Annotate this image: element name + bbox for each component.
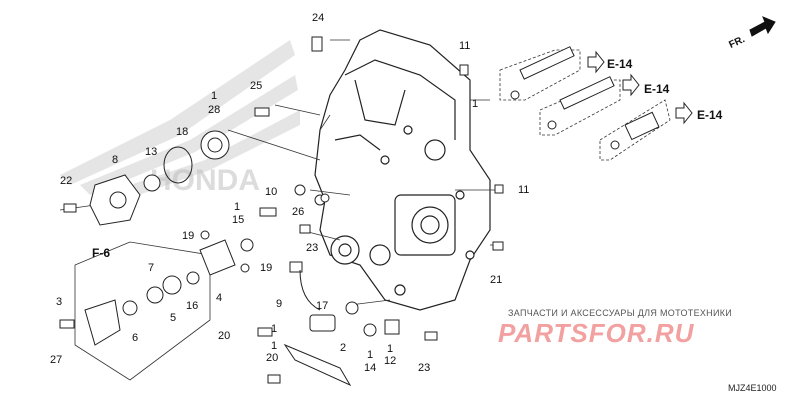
label-13: 13	[145, 146, 158, 158]
label-5: 5	[170, 312, 177, 324]
label-16: 16	[186, 300, 199, 312]
label-2: 2	[340, 342, 347, 354]
label-18: 18	[176, 126, 189, 138]
label-4: 4	[216, 292, 223, 304]
label-14: 14	[364, 362, 377, 374]
e14-arrows	[587, 50, 693, 125]
label-1: 1	[271, 323, 278, 335]
label-1: 1	[472, 98, 479, 110]
label-6: 6	[132, 332, 139, 344]
diagram-code: MJZ4E1000	[728, 383, 777, 393]
label-9: 9	[276, 298, 283, 310]
section-ref-e14-3[interactable]: E-14	[697, 108, 723, 122]
label-11: 11	[459, 40, 471, 52]
label-11: 11	[518, 184, 530, 196]
small-parts	[59, 36, 504, 387]
label-1: 1	[271, 340, 278, 352]
label-1: 1	[367, 349, 374, 361]
section-ref-e14-1[interactable]: E-14	[607, 57, 633, 71]
label-26: 26	[292, 206, 305, 218]
honda-background-text: HONDA	[150, 164, 260, 197]
label-20: 20	[266, 352, 279, 364]
e14-boxes	[499, 49, 671, 161]
label-20: 20	[218, 330, 231, 342]
section-ref-e14-2[interactable]: E-14	[644, 82, 670, 96]
label-1: 1	[211, 90, 218, 102]
label-25: 25	[250, 80, 263, 92]
pipes	[510, 46, 660, 150]
watermark-logo: PARTSFOR.RU	[498, 318, 695, 348]
front-direction-arrow	[749, 16, 776, 37]
label-19: 19	[182, 230, 195, 242]
label-21: 21	[490, 274, 503, 286]
label-17: 17	[316, 300, 329, 312]
label-1: 1	[387, 343, 394, 355]
label-19: 19	[260, 262, 273, 274]
label-28: 28	[208, 104, 221, 116]
label-23: 23	[306, 242, 319, 254]
label-15: 15	[232, 214, 245, 226]
label-12: 12	[384, 355, 397, 367]
label-8: 8	[112, 154, 119, 166]
label-10: 10	[265, 186, 278, 198]
crankcase-cover	[314, 29, 491, 311]
label-1: 1	[234, 201, 241, 213]
label-7: 7	[148, 262, 155, 274]
label-22: 22	[60, 175, 73, 187]
label-24: 24	[312, 12, 325, 24]
section-ref-f6[interactable]: F-6	[92, 246, 110, 260]
watermark-text: ЗАПЧАСТИ И АКСЕССУАРЫ ДЛЯ МОТОТЕХНИКИ	[508, 308, 733, 318]
pump-group-box	[74, 241, 211, 381]
label-3: 3	[56, 296, 63, 308]
label-27: 27	[50, 354, 63, 366]
label-23: 23	[418, 362, 431, 374]
